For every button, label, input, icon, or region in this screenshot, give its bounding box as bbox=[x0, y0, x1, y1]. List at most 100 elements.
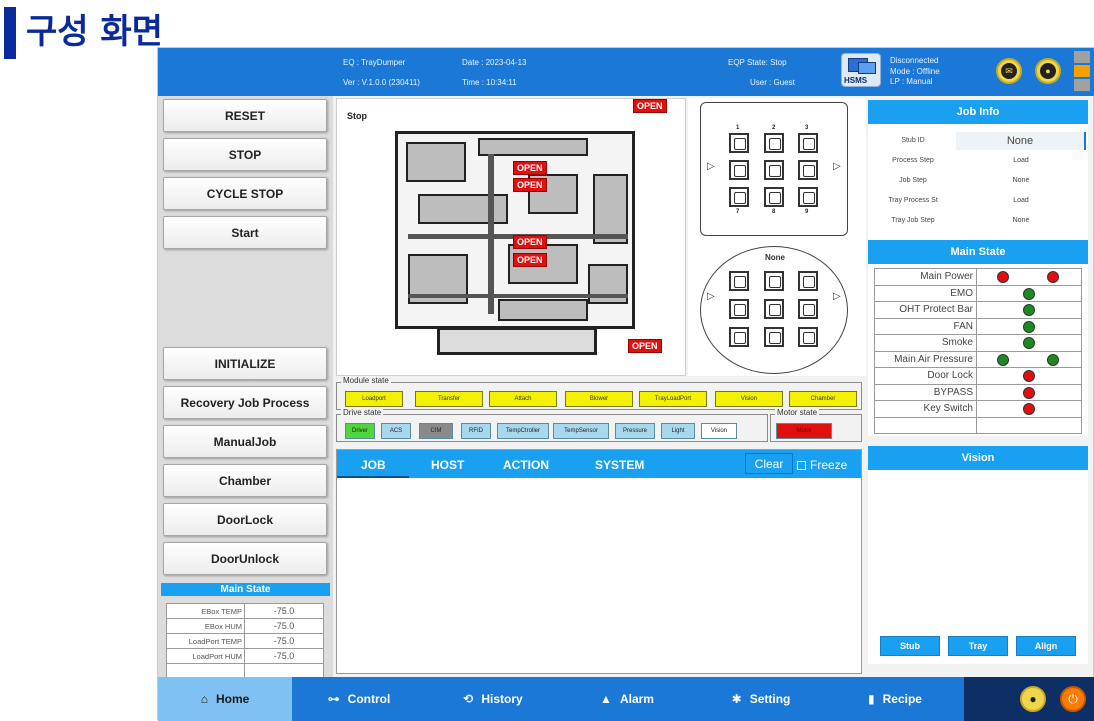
tray-circle-label: None bbox=[765, 253, 785, 262]
status-led bbox=[1023, 287, 1035, 300]
nav-recipe[interactable]: ▮ Recipe bbox=[828, 677, 962, 721]
table-row: Key Switch bbox=[874, 400, 1082, 418]
tray-slot[interactable] bbox=[764, 299, 784, 319]
drive-light[interactable]: Light bbox=[661, 423, 695, 439]
tab-job[interactable]: JOB bbox=[361, 458, 386, 472]
monitor-icon bbox=[858, 62, 876, 74]
table-row: Door Lock bbox=[874, 367, 1082, 385]
indicator-square bbox=[1074, 79, 1090, 91]
freeze-toggle[interactable]: Freeze bbox=[797, 458, 847, 472]
state-key: FAN bbox=[874, 317, 977, 335]
open-indicator: OPEN bbox=[513, 178, 547, 192]
module-chamber[interactable]: Chamber bbox=[789, 391, 857, 407]
tray-slot[interactable] bbox=[798, 160, 818, 180]
bottom-navigation: ⌂ Home ⊶ Control ⟲ History ▲ Alarm ✱ Set… bbox=[158, 677, 1094, 721]
job-info-key: Process Step bbox=[892, 157, 934, 164]
tray-slot[interactable] bbox=[729, 160, 749, 180]
eqp-state-text: EQP State: Stop bbox=[728, 58, 787, 67]
initialize-button[interactable]: INITIALIZE bbox=[163, 347, 327, 380]
open-indicator: OPEN bbox=[633, 99, 667, 113]
stop-button[interactable]: STOP bbox=[163, 138, 327, 171]
power-icon[interactable]: ⏻ bbox=[1060, 686, 1086, 712]
drive-acs[interactable]: ACS bbox=[381, 423, 411, 439]
drive-tempsensor[interactable]: TempSensor bbox=[553, 423, 609, 439]
tray-slot[interactable] bbox=[729, 133, 749, 153]
tray-slot[interactable] bbox=[798, 271, 818, 291]
tray-slot[interactable] bbox=[764, 187, 784, 207]
arrow-right-icon: ▷ bbox=[833, 291, 841, 302]
tray-slot[interactable] bbox=[729, 187, 749, 207]
module-loadport[interactable]: Loadport bbox=[345, 391, 403, 407]
table-row: OHT Protect Bar bbox=[874, 301, 1082, 319]
nav-alarm[interactable]: ▲ Alarm bbox=[560, 677, 694, 721]
motor-indicator[interactable]: Motor bbox=[776, 423, 832, 439]
table-row: EBox HUM-75.0 bbox=[166, 618, 324, 634]
status-led bbox=[1023, 304, 1035, 316]
drive-tempctroller[interactable]: TempCtroller bbox=[497, 423, 549, 439]
drive-vision[interactable]: Vision bbox=[701, 423, 737, 439]
user-icon[interactable]: ● bbox=[1020, 686, 1046, 712]
chamber-button[interactable]: Chamber bbox=[163, 464, 327, 497]
drive-driver[interactable]: Driver bbox=[345, 423, 375, 439]
tray-slot[interactable] bbox=[729, 327, 749, 347]
status-led bbox=[1023, 386, 1035, 399]
nav-setting[interactable]: ✱ Setting bbox=[694, 677, 828, 721]
tray-slot[interactable] bbox=[798, 133, 818, 153]
log-tab-bar: JOB HOST ACTION SYSTEM Clear Freeze bbox=[337, 450, 861, 478]
state-key: BYPASS bbox=[874, 383, 977, 401]
bell-icon: ● bbox=[1040, 63, 1056, 79]
version-text: Ver : V.1.0.0 (230411) bbox=[343, 78, 420, 87]
state-key: Smoke bbox=[874, 334, 977, 352]
hsms-status-button[interactable]: HSMS bbox=[841, 53, 881, 87]
tray-slot[interactable] bbox=[798, 187, 818, 207]
notification-button[interactable]: ● bbox=[1035, 58, 1061, 84]
tray-slot[interactable] bbox=[729, 299, 749, 319]
door-unlock-button[interactable]: DoorUnlock bbox=[163, 542, 327, 575]
module-blower[interactable]: Blower bbox=[565, 391, 633, 407]
tab-action[interactable]: ACTION bbox=[503, 458, 549, 472]
recovery-job-button[interactable]: Recovery Job Process bbox=[163, 386, 327, 419]
module-trayloadport[interactable]: TrayLoadPort bbox=[639, 391, 707, 407]
tray-view: 1 2 3 7 8 9 ▷ ▷ None bbox=[688, 98, 866, 376]
machine-part bbox=[593, 174, 628, 244]
job-info-row: Tray Job Step None bbox=[878, 212, 1078, 230]
machine-state-label: Stop bbox=[347, 111, 367, 121]
nav-home[interactable]: ⌂ Home bbox=[158, 677, 292, 721]
module-vision[interactable]: Vision bbox=[715, 391, 783, 407]
align-button[interactable]: Align bbox=[1016, 636, 1076, 656]
tray-slot[interactable] bbox=[729, 271, 749, 291]
status-bar: EQ : TrayDumper Ver : V.1.0.0 (230411) D… bbox=[158, 48, 1094, 96]
tray-slot[interactable] bbox=[764, 327, 784, 347]
message-button[interactable]: ✉ bbox=[996, 58, 1022, 84]
module-attach[interactable]: Attach bbox=[489, 391, 557, 407]
drive-rfid[interactable]: RFID bbox=[461, 423, 491, 439]
tray-slot[interactable] bbox=[764, 160, 784, 180]
clear-button[interactable]: Clear bbox=[745, 453, 793, 474]
page-title: 구성 화면 bbox=[26, 11, 163, 52]
tray-slot[interactable] bbox=[764, 133, 784, 153]
env-key: EBox TEMP bbox=[166, 603, 245, 619]
nav-control[interactable]: ⊶ Control bbox=[292, 677, 426, 721]
tab-system[interactable]: SYSTEM bbox=[595, 458, 645, 472]
tray-slot[interactable] bbox=[798, 327, 818, 347]
drive-cim[interactable]: CIM bbox=[419, 423, 453, 439]
cycle-stop-button[interactable]: CYCLE STOP bbox=[163, 177, 327, 210]
tray-slot[interactable] bbox=[798, 299, 818, 319]
freeze-checkbox[interactable] bbox=[797, 460, 806, 470]
job-info-key: Stub ID bbox=[901, 137, 925, 144]
drive-pressure[interactable]: Pressure bbox=[615, 423, 655, 439]
open-indicator: OPEN bbox=[513, 161, 547, 175]
tab-host[interactable]: HOST bbox=[431, 458, 465, 472]
date-text: Date : 2023-04-13 bbox=[462, 58, 527, 67]
reset-button[interactable]: RESET bbox=[163, 99, 327, 132]
nav-history[interactable]: ⟲ History bbox=[426, 677, 560, 721]
door-lock-button[interactable]: DoorLock bbox=[163, 503, 327, 536]
stub-button[interactable]: Stub bbox=[880, 636, 940, 656]
tray-button[interactable]: Tray bbox=[948, 636, 1008, 656]
module-transfer[interactable]: Transfer bbox=[415, 391, 483, 407]
tray-slot[interactable] bbox=[764, 271, 784, 291]
motor-state-group: Motor state Motor bbox=[770, 408, 862, 442]
status-led bbox=[1023, 370, 1035, 382]
start-button[interactable]: Start bbox=[163, 216, 327, 249]
manual-job-button[interactable]: ManualJob bbox=[163, 425, 327, 458]
